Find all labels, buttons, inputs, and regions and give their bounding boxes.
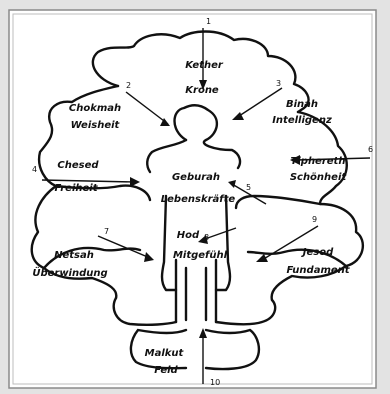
trunk-right-column [214,194,232,292]
arrow-5-head [228,180,236,188]
number-2: 2 [126,81,131,90]
path-numbers: 1 2 3 4 5 6 7 8 9 10 [32,17,373,387]
arrow-8-head [198,235,208,244]
arrow-10-head [199,328,207,338]
number-10: 10 [210,378,220,387]
root-base-outline [129,328,261,371]
label-freiheit: Freiheit [55,183,99,194]
label-schoenheit: Schönheit [290,172,348,183]
arrow-4 [41,179,135,183]
arrow-5 [231,183,267,205]
label-chesed: Chesed [57,160,99,171]
number-8: 8 [204,233,209,242]
left-mid-lobe [54,184,152,202]
label-fundament: Fundament [286,265,350,276]
number-9: 9 [312,215,317,224]
label-tiphereth: Tiphereth [291,156,346,167]
label-netsah: Netsah [54,250,94,261]
label-jesod: Jesod [301,247,334,258]
label-mitgefuehl: Mitgefühl [173,250,228,261]
label-geburah: Geburah [172,172,220,183]
right-lower-lobe [246,248,348,268]
label-intelligenz: Intelligenz [272,115,332,126]
crown-lobe-outline [91,30,310,114]
label-weisheit: Weisheit [71,120,121,131]
label-krone: Krone [185,85,219,96]
arrow-2-head [160,118,170,126]
arrow-7 [97,235,151,259]
right-mid-lobe [234,194,322,210]
diagram-frame [8,9,377,389]
number-3: 3 [276,79,281,88]
root-lobe-outline [112,296,277,327]
arrow-9 [261,225,319,261]
trunk-left-column [160,194,178,292]
arrow-3-head [232,112,244,120]
label-lebenskraefte: Lebenskräfte [161,194,236,205]
label-hod: Hod [177,230,200,241]
label-feld: Feld [154,365,178,376]
arrow-7-head [144,252,154,262]
label-binah: Binah [286,99,318,110]
arrow-1-head [199,80,207,90]
number-6: 6 [368,145,373,154]
influence-arrows [41,28,371,384]
number-5: 5 [246,183,251,192]
arrow-6 [295,157,371,161]
inner-left-stem [146,138,188,174]
arrow-8 [201,227,237,241]
inner-bulb-outline [173,104,242,170]
arrow-4-head [130,177,140,187]
diagram-inner-border [12,13,373,385]
number-1: 1 [206,17,211,26]
label-kether: Kether [185,60,224,71]
label-chokmah: Chokmah [69,103,121,114]
number-7: 7 [104,227,109,236]
arrow-3 [235,87,283,119]
upper-body-outline-right [270,110,365,302]
label-malkut: Malkut [145,348,185,359]
number-4: 4 [32,165,37,174]
arrow-2 [125,91,169,125]
arrow-6-head [290,155,300,165]
sefirot-labels: Kether Krone Chokmah Weisheit Binah Inte… [32,60,350,376]
arrow-9-head [256,254,268,262]
label-ueberwindung: Überwindung [32,265,107,279]
